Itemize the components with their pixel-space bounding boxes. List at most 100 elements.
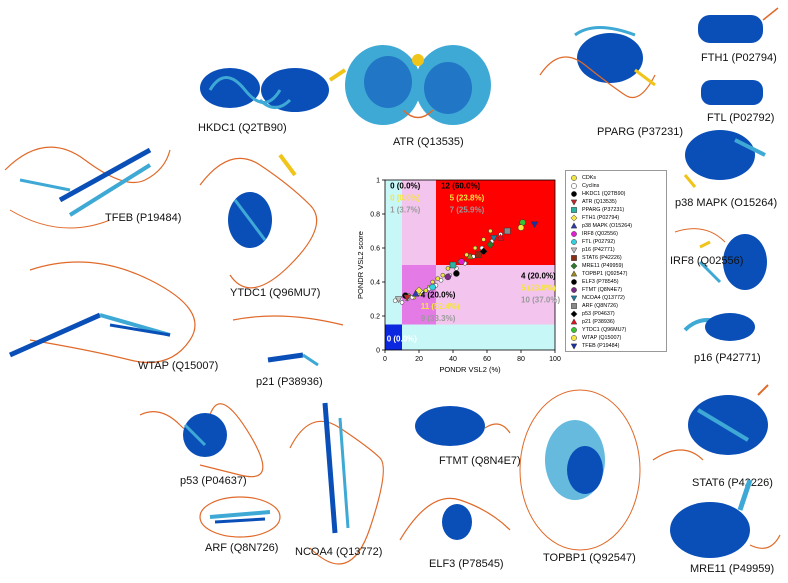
- data-point: [449, 261, 457, 269]
- protein-label-elf3: ELF3 (P78545): [429, 558, 504, 570]
- y-tick-label: 0.6: [370, 246, 380, 253]
- legend-label: ELF3 (P78545): [582, 279, 619, 285]
- protein-label-p38: p38 MAPK (O15264): [675, 197, 778, 209]
- legend-entry: CDKs: [570, 174, 596, 182]
- legend-entry: p21 (P38936): [570, 318, 615, 326]
- protein-ftmt: FTMT (Q8N4E7): [405, 398, 521, 470]
- legend-entry: ATR (Q13535): [570, 198, 617, 206]
- protein-structure-p53: [139, 403, 264, 478]
- protein-ytdc1: YTDC1 (Q96MU7): [190, 145, 320, 305]
- data-point: [445, 266, 451, 271]
- protein-p53: p53 (P04637): [135, 395, 265, 490]
- data-point: [411, 289, 420, 297]
- quadrant-count-label: 4 (20.0%): [421, 290, 456, 299]
- data-point: [453, 270, 460, 277]
- protein-structure-mre11: [670, 479, 781, 558]
- protein-structure-ncoa4: [289, 402, 384, 565]
- protein-pparg: PPARG (P37231): [535, 20, 683, 138]
- data-point: [530, 221, 539, 229]
- legend-label: FTL (P02792): [582, 239, 616, 245]
- protein-structure-ftmt: [415, 406, 511, 446]
- y-tick-label: 1: [376, 178, 380, 185]
- quadrant-count-label: 0 (0.0%): [390, 193, 421, 202]
- protein-structure-p21: [232, 315, 344, 367]
- quadrant-count-label: 9 (33.3%): [421, 314, 456, 323]
- legend-label: ATR (Q13535): [582, 199, 617, 205]
- legend-marker-shape: [570, 343, 578, 350]
- protein-structure-stat6: [652, 384, 769, 461]
- plot-frame: [384, 179, 556, 351]
- legend-marker-shape: [571, 287, 577, 293]
- protein-label-p21: p21 (P38936): [256, 376, 323, 388]
- protein-label-wtap: WTAP (Q15007): [138, 360, 219, 372]
- protein-label-tfeb: TFEB (P19484): [105, 212, 182, 224]
- protein-label-ytdc1: YTDC1 (Q96MU7): [230, 287, 321, 299]
- data-point: [466, 252, 474, 260]
- legend-label: MRE11 (P49959): [582, 263, 624, 269]
- protein-structure-arf: [199, 496, 281, 538]
- legend-entry: HKDC1 (Q2TB90): [570, 190, 625, 198]
- protein-structure-tfeb: [4, 146, 171, 229]
- data-point: [438, 278, 444, 283]
- protein-structure-wtap: [8, 261, 196, 364]
- y-tick-label: 0.2: [370, 314, 380, 321]
- legend-marker-shape: [571, 255, 577, 261]
- legend-entry: FTH1 (P02794): [570, 214, 619, 222]
- legend-marker-shape: [570, 214, 578, 222]
- x-tick-label: 80: [517, 356, 525, 363]
- legend-entry: p53 (P04637): [570, 310, 615, 318]
- protein-tfeb: TFEB (P19484): [0, 130, 182, 250]
- data-point: [486, 240, 495, 249]
- region-cyan-bottom: [402, 324, 555, 350]
- legend-label: p21 (P38936): [582, 319, 615, 325]
- protein-structure-ytdc1: [199, 153, 318, 289]
- legend-label: Cyclins: [582, 183, 600, 189]
- quadrant-count-label: 4 (20.0%): [521, 272, 556, 281]
- legend-marker: [571, 183, 577, 189]
- quadrant-count-label: 11 (52.4%): [421, 302, 460, 311]
- legend-marker: [570, 295, 578, 302]
- protein-structure-topbp1: [519, 389, 641, 551]
- legend-marker: [571, 287, 577, 293]
- x-tick-label: 0: [383, 356, 387, 363]
- region-pink-top-left: [402, 180, 436, 265]
- protein-label-hkdc1: HKDC1 (Q2TB90): [198, 122, 287, 134]
- legend-label: YTDC1 (Q96MU7): [582, 327, 627, 333]
- legend-marker-shape: [571, 231, 577, 237]
- protein-label-stat6: STAT6 (P42226): [692, 477, 773, 489]
- legend-marker: [570, 310, 578, 318]
- data-point: [444, 273, 452, 281]
- legend-label: CDKs: [582, 175, 597, 181]
- protein-label-p16: p16 (P42771): [694, 352, 761, 364]
- protein-label-mre11: MRE11 (P49959): [690, 563, 775, 575]
- protein-elf3: ELF3 (P78545): [395, 480, 515, 575]
- legend-entry: p16 (P42771): [570, 246, 615, 254]
- data-point: [479, 247, 488, 256]
- protein-p21: p21 (P38936): [228, 310, 348, 392]
- data-point: [517, 224, 525, 231]
- data-point: [403, 294, 411, 302]
- quadrant-count-label: 5 (23.8%): [450, 193, 485, 202]
- protein-structure-irf8: [674, 228, 767, 290]
- protein-structure-fth1: [698, 7, 779, 43]
- legend-entry: IRF8 (Q02556): [570, 230, 618, 238]
- legend-label: FTH1 (P02794): [582, 215, 620, 221]
- legend-entry: WTAP (Q15007): [570, 334, 621, 342]
- legend-marker-shape: [570, 262, 578, 270]
- protein-structure-elf3: [399, 497, 511, 541]
- legend-marker-shape: [571, 207, 577, 213]
- protein-irf8: IRF8 (Q02556): [670, 222, 788, 322]
- data-point: [430, 279, 435, 285]
- legend-entry: STAT6 (P42226): [570, 254, 622, 262]
- protein-label-arf: ARF (Q8N726): [205, 542, 279, 554]
- legend-marker-shape: [571, 239, 577, 245]
- quadrant-count-label: 1 (3.7%): [390, 205, 421, 214]
- legend-label: p16 (P42771): [582, 247, 615, 253]
- legend-marker: [571, 255, 577, 261]
- data-point: [475, 251, 482, 259]
- legend-marker-shape: [570, 199, 578, 206]
- legend-marker-shape: [571, 175, 577, 181]
- data-point: [472, 245, 478, 251]
